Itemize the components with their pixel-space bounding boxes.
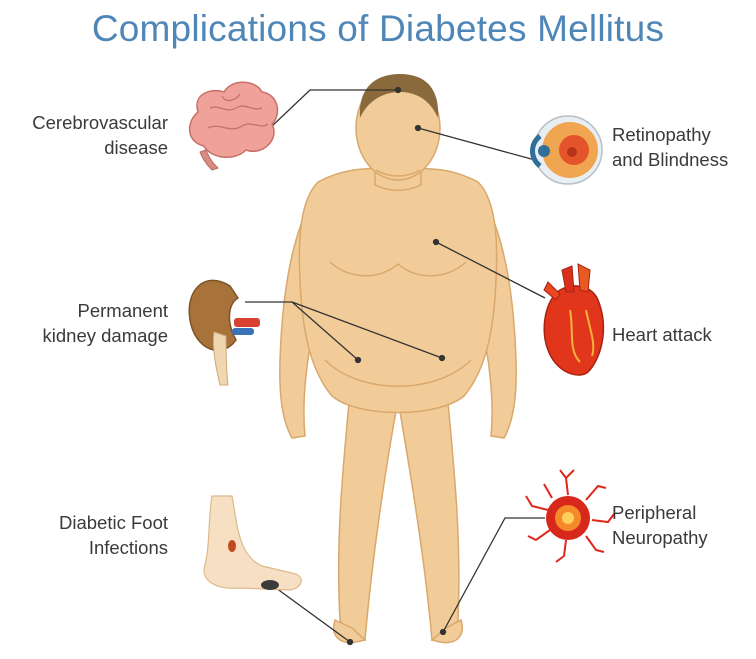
label-neuropathy-line1: Peripheral [612, 500, 752, 525]
leader-dot-kidney-1 [356, 358, 361, 363]
foot-icon [204, 496, 301, 590]
label-foot-line2: Infections [6, 535, 168, 560]
label-neuropathy-line2: Neuropathy [612, 525, 752, 550]
kidney-icon [189, 280, 260, 385]
label-retinopathy: Retinopathy and Blindness [612, 122, 752, 172]
leader-dot-kidney-2 [440, 356, 445, 361]
label-foot-line1: Diabetic Foot [6, 510, 168, 535]
label-heart: Heart attack [612, 322, 752, 347]
label-cerebrovascular-line1: Cerebrovascular [6, 110, 168, 135]
neuron-icon [526, 470, 614, 562]
leader-dot-eye [416, 126, 421, 131]
label-kidney-line2: kidney damage [6, 323, 168, 348]
label-cerebrovascular-line2: disease [6, 135, 168, 160]
label-retinopathy-line2: and Blindness [612, 147, 752, 172]
label-retinopathy-line1: Retinopathy [612, 122, 752, 147]
leader-dot-neuron [441, 630, 446, 635]
leader-dot-heart [434, 240, 439, 245]
label-neuropathy: Peripheral Neuropathy [612, 500, 752, 550]
label-cerebrovascular: Cerebrovascular disease [6, 110, 168, 160]
leader-dot-brain [396, 88, 401, 93]
label-kidney-line1: Permanent [6, 298, 168, 323]
brain-icon [190, 82, 278, 170]
leader-dot-foot [348, 640, 353, 645]
label-foot: Diabetic Foot Infections [6, 510, 168, 560]
human-body-figure [280, 74, 516, 643]
label-kidney: Permanent kidney damage [6, 298, 168, 348]
heart-icon [544, 264, 603, 375]
label-heart-line1: Heart attack [612, 322, 752, 347]
eye-icon [533, 116, 603, 184]
